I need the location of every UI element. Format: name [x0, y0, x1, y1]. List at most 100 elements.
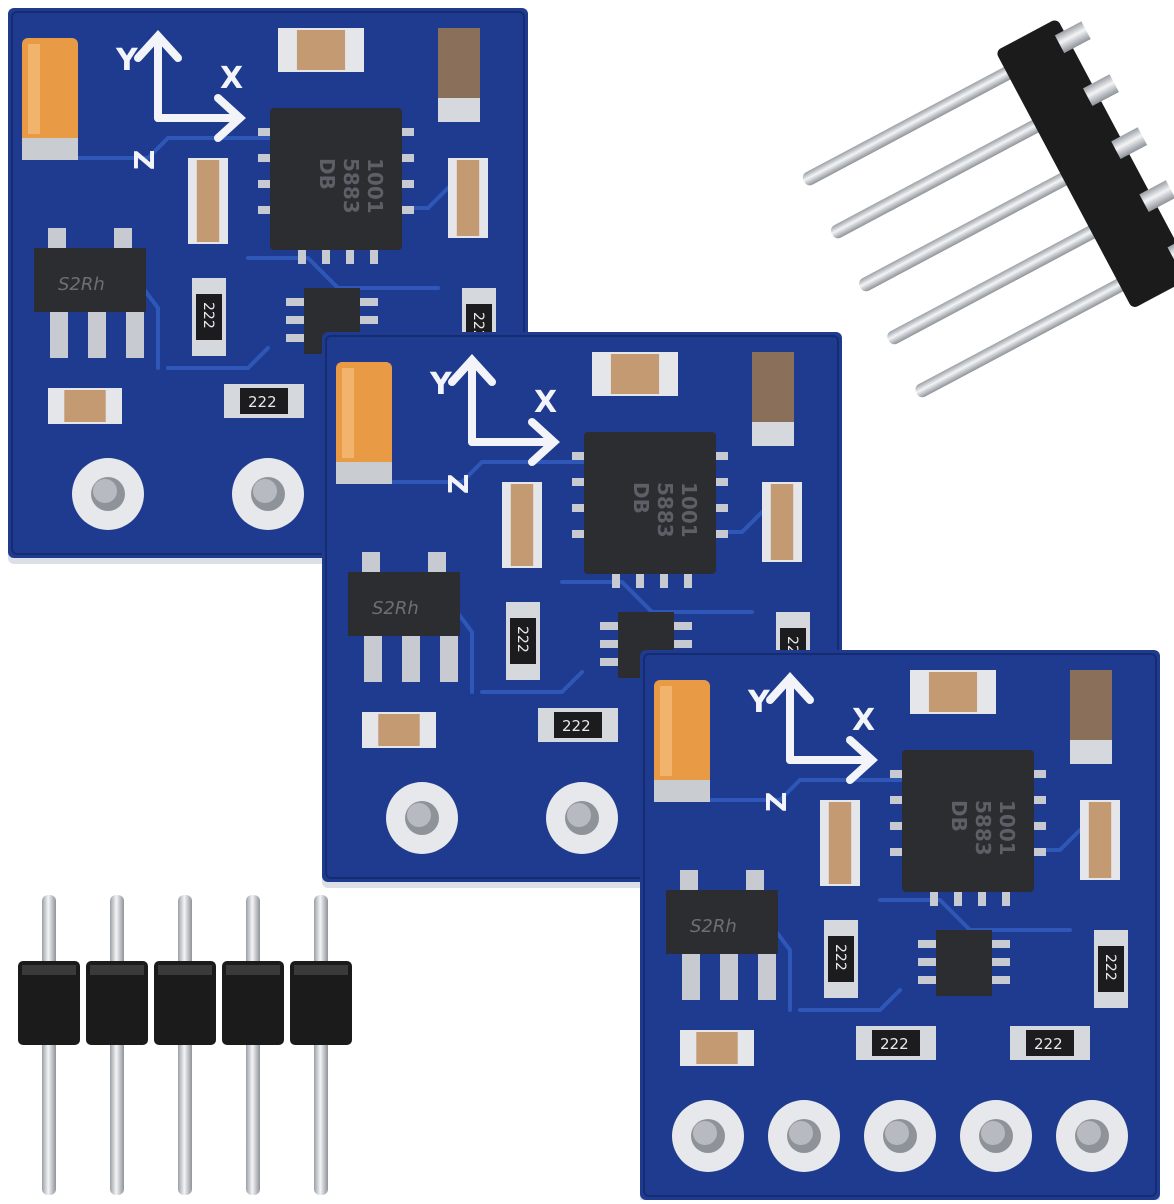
chip-body — [584, 432, 716, 574]
chip-marking: 1001 — [995, 800, 1019, 856]
trace — [246, 256, 440, 290]
header-hole — [386, 782, 458, 854]
capacitor — [438, 28, 480, 108]
x-axis-arrow — [786, 736, 878, 784]
header-pin — [802, 64, 1018, 186]
chip-marking: 5883 — [971, 800, 995, 856]
x-axis-label: X — [852, 703, 875, 738]
trace — [798, 988, 902, 1012]
header-pin-tail — [1054, 21, 1091, 54]
header-pin — [830, 117, 1046, 239]
voltage-regulator: S2Rh — [348, 552, 460, 682]
resistor: 222 — [1094, 930, 1128, 1008]
capacitor-pad — [1070, 740, 1112, 764]
capacitor — [1070, 670, 1112, 750]
header-pin-tail — [1139, 180, 1174, 213]
regulator-body — [666, 890, 778, 954]
header-pin-tail — [1083, 74, 1119, 107]
resistor: 222 — [506, 602, 540, 680]
regulator-marking: S2Rh — [372, 598, 419, 619]
chip-marking: 1001 — [677, 482, 701, 538]
chip-marking: DB — [315, 158, 339, 190]
x-axis-label: X — [220, 61, 243, 96]
resistor: 222 — [538, 708, 618, 742]
resistor-marking: 222 — [248, 393, 277, 411]
header-hole — [546, 782, 618, 854]
voltage-regulator: S2Rh — [34, 228, 146, 358]
capacitor-pad — [438, 98, 480, 122]
y-axis-label: Y — [429, 367, 453, 402]
voltage-regulator: S2Rh — [666, 870, 778, 1000]
header-hole — [960, 1100, 1032, 1172]
x-axis-arrow — [154, 94, 246, 142]
resistor-marking: 222 — [1102, 954, 1118, 981]
y-axis-arrow — [448, 354, 496, 446]
header-hole — [672, 1100, 744, 1172]
x-axis-arrow — [468, 418, 560, 466]
chip-marking: 5883 — [339, 158, 363, 214]
resistor-marking: 222 — [1034, 1035, 1063, 1053]
resistor: 222 — [192, 278, 226, 356]
capacitor-pad — [22, 138, 78, 160]
resistor-marking: 222 — [880, 1035, 909, 1053]
resistor: 222 — [856, 1026, 936, 1060]
y-axis-label: Y — [747, 685, 771, 720]
small-ic — [918, 930, 1010, 996]
regulator-body — [348, 572, 460, 636]
y-axis-arrow — [766, 672, 814, 764]
resistor-marking: 222 — [832, 944, 848, 971]
x-axis-label: X — [534, 385, 557, 420]
trace — [560, 580, 754, 614]
header-pin — [859, 170, 1074, 292]
trace — [480, 670, 584, 694]
header-hole — [1056, 1100, 1128, 1172]
chip-marking: DB — [629, 482, 653, 514]
header-housing — [86, 961, 148, 1045]
header-hole — [864, 1100, 936, 1172]
header-pin — [915, 276, 1130, 398]
chip-marking: DB — [947, 800, 971, 832]
trace — [166, 346, 270, 370]
chip-marking: 1001 — [363, 158, 387, 214]
capacitor — [752, 352, 794, 432]
header-pin-tail — [1111, 127, 1148, 160]
resistor: 222 — [224, 384, 304, 418]
chip-marking: 5883 — [653, 482, 677, 538]
header-hole — [768, 1100, 840, 1172]
y-axis-label: Y — [115, 43, 139, 78]
resistor-marking: 222 — [562, 717, 591, 735]
header-hole — [72, 458, 144, 530]
y-axis-arrow — [134, 30, 182, 122]
z-axis-label: Z — [442, 474, 475, 494]
header-housing — [997, 20, 1174, 307]
resistor-marking: 222 — [514, 626, 530, 653]
header-housing — [154, 961, 216, 1045]
small-ic-body — [936, 930, 992, 996]
header-housing — [18, 961, 80, 1045]
regulator-marking: S2Rh — [690, 916, 737, 937]
resistor-marking: 222 — [200, 302, 216, 329]
resistor: 222 — [1010, 1026, 1090, 1060]
regulator-body — [34, 248, 146, 312]
chip-body — [270, 108, 402, 250]
z-axis-label: Z — [128, 150, 161, 170]
header-hole — [232, 458, 304, 530]
capacitor-pad — [752, 422, 794, 446]
header-housing — [222, 961, 284, 1045]
header-pin — [887, 223, 1102, 345]
resistor: 222 — [824, 920, 858, 998]
chip-body — [902, 750, 1034, 892]
header-housing — [290, 961, 352, 1045]
capacitor-pad — [654, 780, 710, 802]
straight-pin-header — [18, 895, 352, 1195]
regulator-marking: S2Rh — [58, 274, 105, 295]
trace — [878, 898, 1072, 932]
z-axis-label: Z — [760, 792, 793, 812]
capacitor-pad — [336, 462, 392, 484]
